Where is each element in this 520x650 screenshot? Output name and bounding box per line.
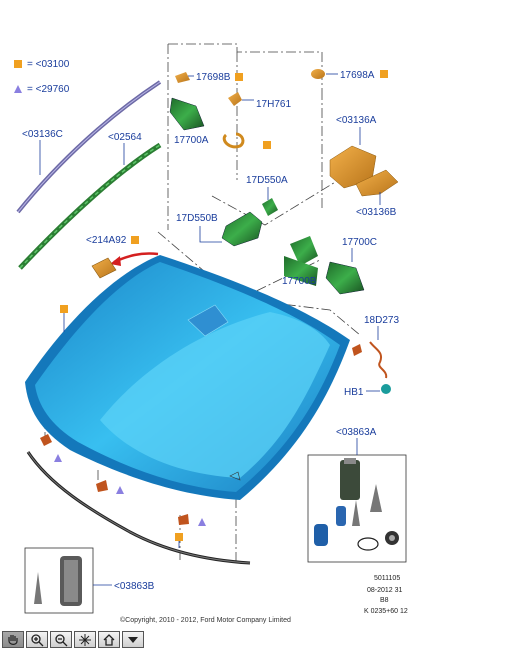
zoom-in-button[interactable] (26, 631, 48, 648)
legend-triangle-text: = <29760 (27, 84, 70, 95)
trim-03136A (329, 145, 399, 197)
label-17D550A: 17D550A (246, 175, 288, 186)
svg-text:K 0235+60 12: K 0235+60 12 (364, 608, 408, 615)
parts-diagram: = <03100 = <29760 (14, 43, 408, 624)
label-HB1: HB1 (344, 387, 364, 398)
home-button[interactable] (98, 631, 120, 648)
label-214A92: <214A92 (86, 235, 127, 246)
triangle-marker-icon (14, 85, 22, 93)
square-marker-icon (60, 305, 68, 313)
label-02564: <02564 (108, 132, 142, 143)
triangle-marker-icon (54, 454, 62, 462)
mirror-17700A (169, 97, 205, 131)
windshield-glass (25, 255, 350, 500)
part-HB1 (381, 384, 391, 394)
triangle-marker-icon (116, 486, 124, 494)
clip-17698A (311, 69, 388, 79)
home-icon (103, 633, 115, 646)
diagram-info-block: 5011105 08-2012 31 B8 K 0235+60 12 (364, 575, 408, 615)
label-17700B: 17700B (282, 276, 317, 287)
zoom-in-icon (31, 633, 44, 646)
hand-pan-icon (8, 634, 18, 645)
top-moulding-03136C (16, 80, 162, 214)
sensor-17D550B (221, 211, 263, 247)
label-17700C: 17700C (342, 237, 377, 248)
square-marker-icon (235, 73, 243, 81)
legend-square-text: = <03100 (27, 59, 70, 70)
label-03136A: <03136A (336, 115, 377, 126)
pan-button[interactable] (2, 631, 24, 648)
triangle-marker-icon (198, 518, 206, 526)
kit-box-03863A (307, 454, 407, 563)
clip-17H761 (222, 92, 271, 149)
label-17698B: 17698B (196, 72, 231, 83)
connector-18D273 (352, 341, 388, 379)
sensor-17D550A (262, 198, 278, 216)
square-marker-icon (131, 236, 139, 244)
fit-view-button[interactable] (74, 631, 96, 648)
label-17D550B: 17D550B (176, 213, 218, 224)
square-marker-icon (14, 60, 22, 68)
label-03136B: <03136B (356, 207, 397, 218)
svg-text:5011105: 5011105 (374, 575, 400, 582)
mirror-17700B (284, 256, 318, 286)
viewer-toolbar (0, 631, 172, 650)
menu-dropdown-button[interactable] (122, 631, 144, 648)
kit-box-03863B (24, 547, 94, 614)
label-17H761: 17H761 (256, 99, 291, 110)
glass-clips (40, 305, 206, 541)
square-marker-icon (380, 70, 388, 78)
svg-text:08-2012 31: 08-2012 31 (367, 587, 403, 594)
square-marker-icon (175, 533, 183, 541)
clip-17698B (175, 72, 243, 83)
label-03863A: <03863A (336, 427, 377, 438)
label-18D273: 18D273 (364, 315, 399, 326)
legend: = <03100 = <29760 (14, 59, 70, 95)
square-marker-icon (263, 141, 271, 149)
svg-text:B8: B8 (380, 597, 389, 604)
fit-view-icon (79, 633, 91, 646)
zoom-out-icon (55, 633, 68, 646)
copyright-text: ©Copyright, 2010 - 2012, Ford Motor Comp… (120, 616, 291, 624)
dropdown-arrow-icon (128, 636, 138, 643)
label-03863B: <03863B (114, 581, 155, 592)
bracket-214A92 (91, 236, 139, 279)
top-moulding-02564 (18, 142, 162, 270)
label-17700A: 17700A (174, 135, 209, 146)
zoom-out-button[interactable] (50, 631, 72, 648)
label-17698A: 17698A (340, 70, 375, 81)
label-03136C: <03136C (22, 129, 63, 140)
mirror-17700C (290, 236, 365, 295)
